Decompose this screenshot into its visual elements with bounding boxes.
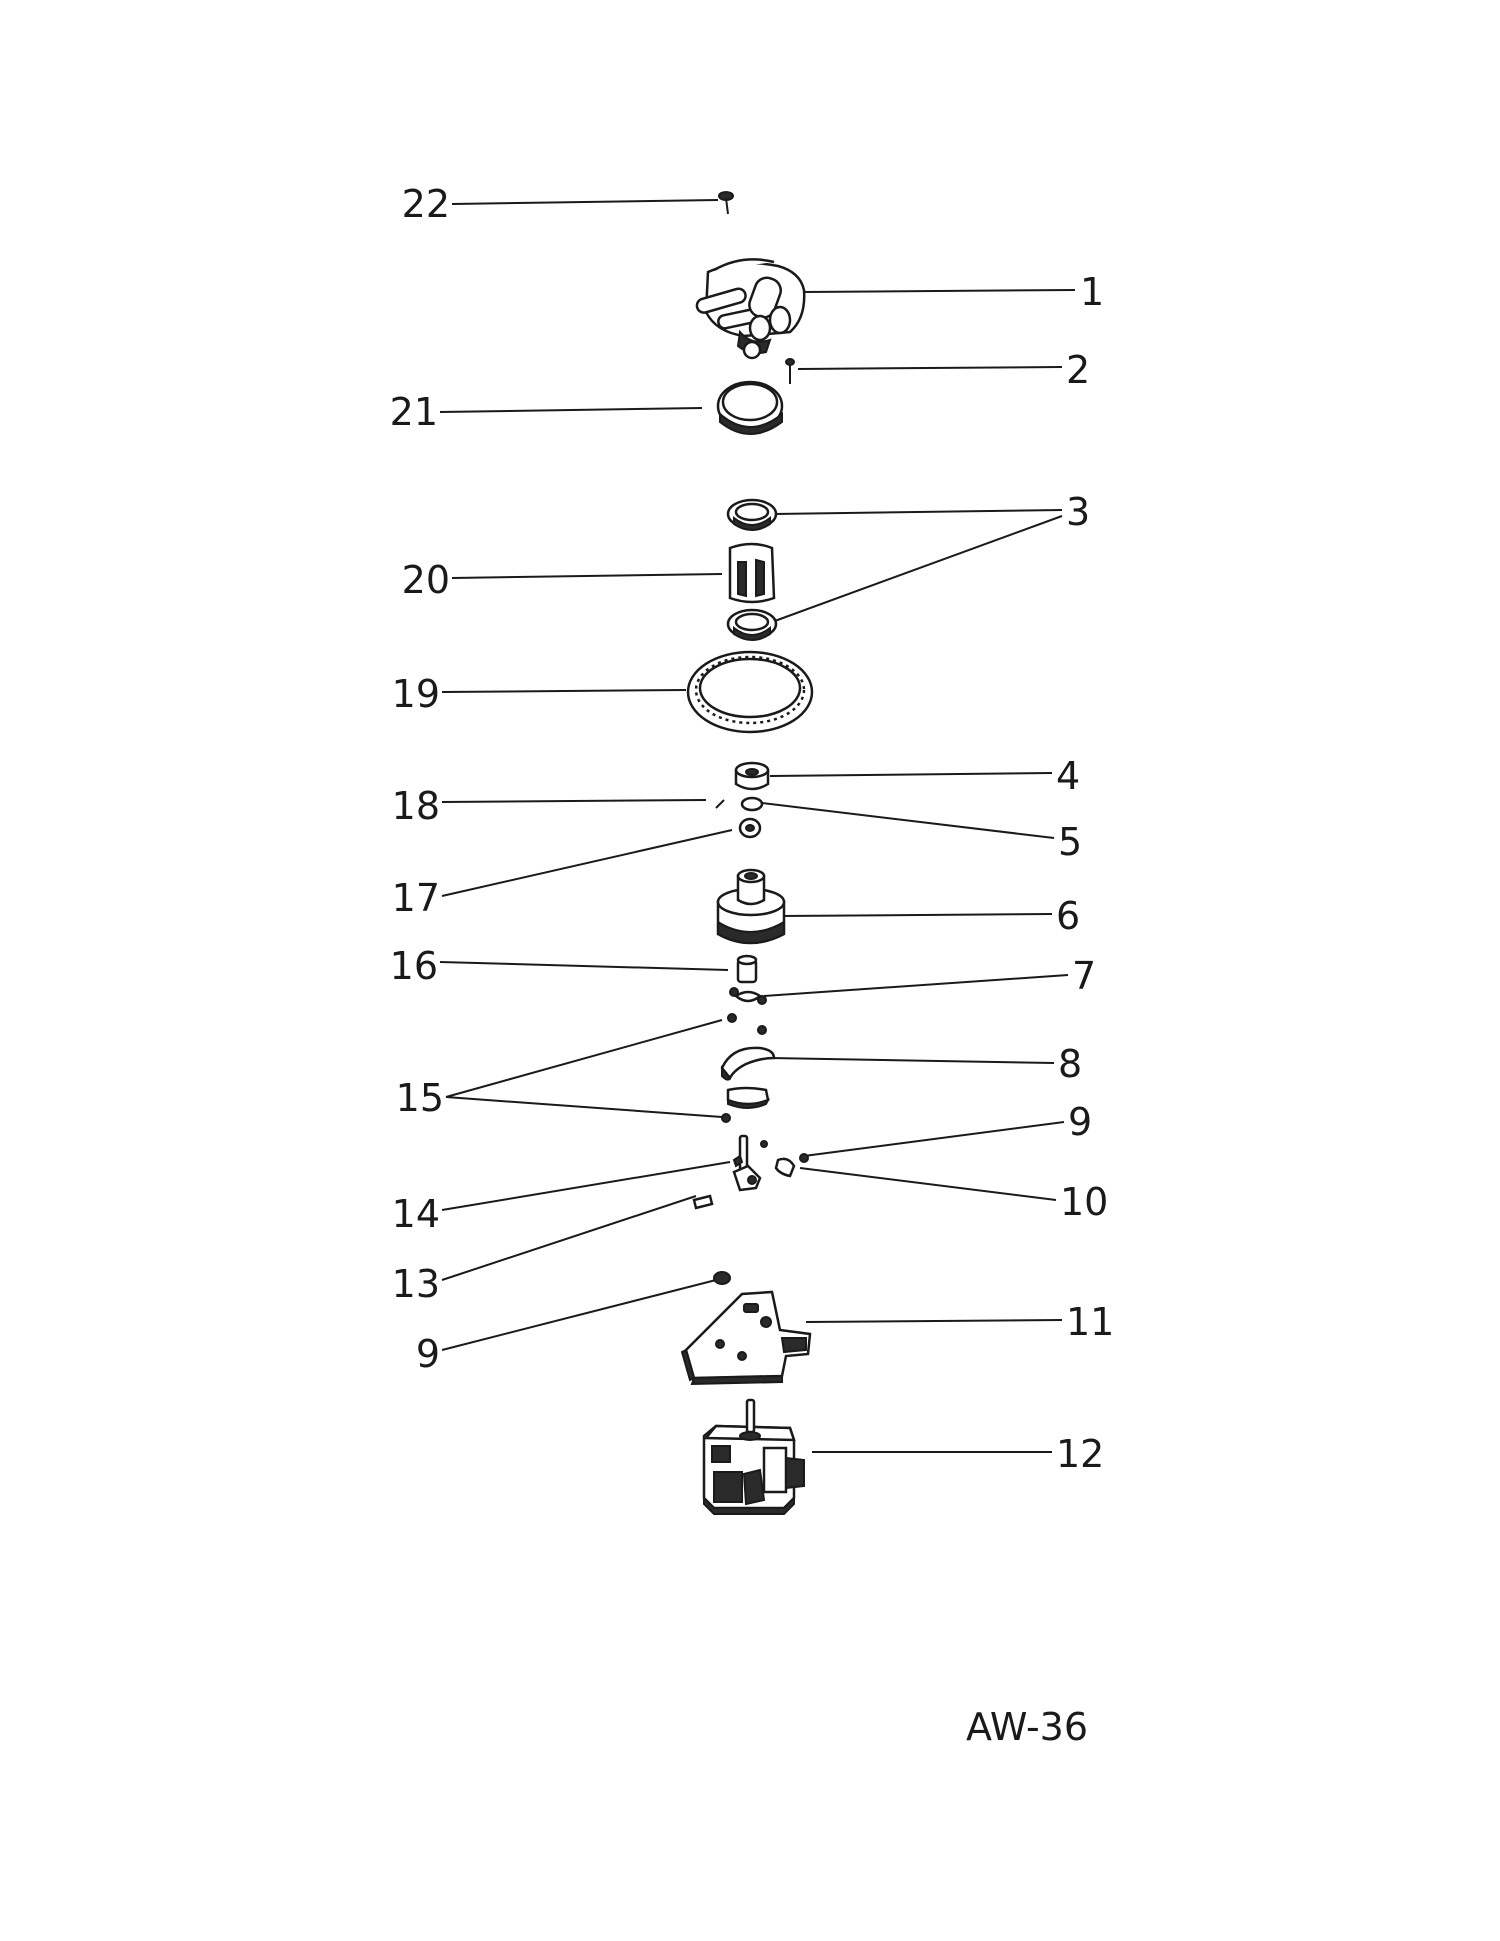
part-label-9-lower: 9 — [415, 1332, 440, 1376]
leader-19 — [441, 689, 687, 693]
clip-icon — [726, 498, 778, 531]
clip-icon — [726, 608, 778, 641]
drawing-code: AW-36 — [966, 1705, 1089, 1749]
part-label-4: 4 — [1056, 754, 1081, 798]
leader-20 — [451, 573, 723, 579]
part-label-19: 19 — [391, 672, 440, 716]
part-label-7: 7 — [1072, 954, 1097, 998]
part-label-6: 6 — [1056, 894, 1081, 938]
leader-15a — [445, 1019, 723, 1098]
part-label-2: 2 — [1066, 348, 1091, 392]
leader-16 — [439, 961, 729, 971]
leader-14 — [441, 1161, 731, 1211]
leader-9a — [803, 1121, 1065, 1157]
base-plate-icon — [680, 1290, 812, 1386]
screw-icon — [718, 191, 734, 215]
cam-assembly-icon — [716, 868, 786, 945]
distributor-cap-icon — [695, 258, 806, 360]
screw-icon — [785, 358, 795, 384]
leader-3a — [773, 509, 1063, 515]
leader-1 — [804, 289, 1076, 293]
bracket-icon — [774, 1157, 796, 1178]
part-label-10: 10 — [1060, 1180, 1109, 1224]
part-label-13: 13 — [391, 1262, 440, 1306]
leader-11 — [805, 1319, 1063, 1323]
part-label-12: 12 — [1056, 1432, 1105, 1476]
part-label-1: 1 — [1080, 270, 1105, 314]
leader-7 — [763, 974, 1069, 997]
part-label-9-upper: 9 — [1068, 1100, 1093, 1144]
leader-9b — [441, 1279, 717, 1351]
leader-21 — [439, 407, 703, 413]
pin-icon — [715, 799, 725, 809]
spring-icon — [729, 987, 767, 1005]
leader-4 — [769, 772, 1053, 777]
part-label-21: 21 — [389, 390, 438, 434]
part-label-3: 3 — [1066, 490, 1091, 534]
part-label-16: 16 — [389, 944, 438, 988]
bushing-icon — [734, 761, 770, 791]
washer-icon — [738, 817, 762, 839]
nut-icon — [713, 1271, 731, 1285]
part-label-22: 22 — [401, 182, 450, 226]
leader-lines — [439, 199, 1076, 1453]
part-label-11: 11 — [1066, 1300, 1115, 1344]
leader-3b — [771, 515, 1063, 623]
leader-10 — [799, 1167, 1057, 1201]
part-label-8: 8 — [1058, 1042, 1083, 1086]
weight-icon — [720, 1046, 776, 1109]
part-label-18: 18 — [391, 784, 440, 828]
key-icon — [692, 1194, 714, 1210]
shaft-icon — [732, 1134, 768, 1192]
sleeve-icon — [736, 954, 758, 984]
leader-17 — [441, 829, 733, 897]
part-label-5: 5 — [1058, 820, 1083, 864]
part-label-17: 17 — [391, 876, 440, 920]
part-label-20: 20 — [401, 558, 450, 602]
housing-icon — [702, 1398, 805, 1515]
leader-8 — [769, 1057, 1055, 1064]
leader-2 — [797, 366, 1063, 370]
gasket-ring-icon — [716, 380, 784, 435]
part-label-15: 15 — [395, 1076, 444, 1120]
leader-18 — [441, 799, 707, 803]
leader-6 — [779, 913, 1053, 917]
rotor-icon — [728, 542, 776, 604]
leader-5 — [761, 802, 1055, 839]
leader-15b — [445, 1096, 723, 1118]
leader-22 — [451, 199, 719, 205]
dust-seal-ring-icon — [686, 650, 814, 734]
snap-ring-icon — [740, 796, 764, 812]
leader-13 — [441, 1195, 697, 1281]
nut-icon — [799, 1153, 809, 1163]
part-label-14: 14 — [391, 1192, 440, 1236]
washer-icon — [721, 1013, 767, 1123]
